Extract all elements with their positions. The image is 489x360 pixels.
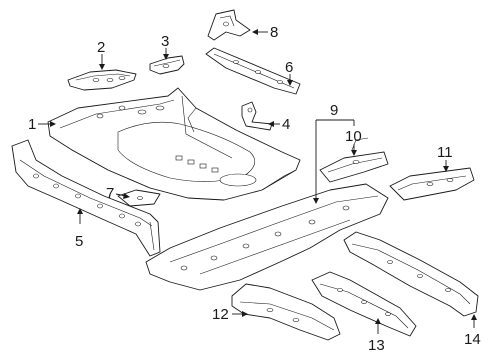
rear-side-member	[145, 183, 389, 291]
callout-leaders	[38, 29, 477, 334]
callout-14: 14	[464, 331, 481, 348]
clip-bracket	[241, 101, 273, 131]
callout-2: 2	[97, 39, 105, 56]
callout-3: 3	[161, 33, 169, 50]
upper-bracket	[207, 9, 251, 41]
gusset	[117, 189, 161, 207]
floor-bracket	[149, 55, 185, 75]
callout-1: 1	[28, 116, 36, 133]
side-member-extension	[319, 137, 389, 183]
callout-5: 5	[75, 233, 83, 250]
callout-6: 6	[285, 59, 293, 76]
callout-12: 12	[212, 306, 229, 323]
rail-segment	[389, 167, 475, 201]
rear-extension	[343, 231, 479, 317]
rear-floor-pan	[47, 87, 301, 201]
callout-13: 13	[368, 337, 385, 354]
rear-cross-member	[11, 139, 161, 257]
callout-11: 11	[437, 144, 453, 161]
callout-8: 8	[270, 24, 278, 41]
callout-10: 10	[345, 128, 362, 145]
callout-7: 7	[106, 185, 114, 202]
center-reinforcement	[311, 271, 417, 337]
floor-bracket-plate	[67, 69, 137, 91]
callout-4: 4	[282, 116, 290, 133]
lower-bracket	[231, 283, 341, 341]
cross-member-strip	[205, 47, 301, 95]
callout-9: 9	[330, 102, 338, 119]
